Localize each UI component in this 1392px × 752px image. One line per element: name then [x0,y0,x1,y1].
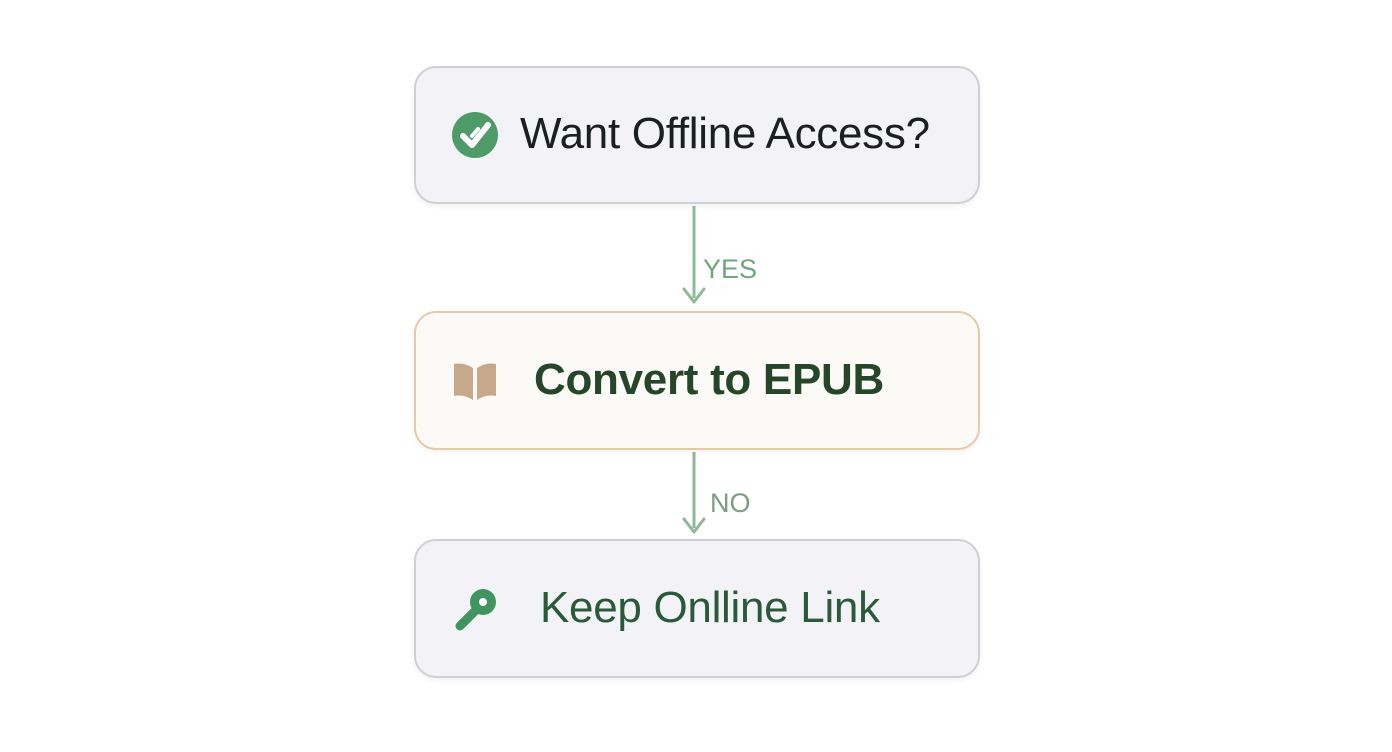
link-pin-icon [450,584,500,634]
node-label: Keep Onlline Link [540,582,880,632]
edge-label-yes: YES [703,254,758,284]
action-node-keep-online-link[interactable]: Keep Onlline Link [414,539,980,678]
open-book-icon [450,356,500,406]
action-node-convert-epub[interactable]: Convert to EPUB [414,311,980,450]
decision-node-offline-access[interactable]: Want Offline Access? [414,66,980,204]
node-label: Want Offline Access? [520,109,930,158]
arrow-no [682,452,706,534]
edge-label-no: NO [710,488,751,518]
arrow-yes [682,206,706,304]
check-circle-icon [450,110,500,160]
node-label: Convert to EPUB [534,354,884,404]
